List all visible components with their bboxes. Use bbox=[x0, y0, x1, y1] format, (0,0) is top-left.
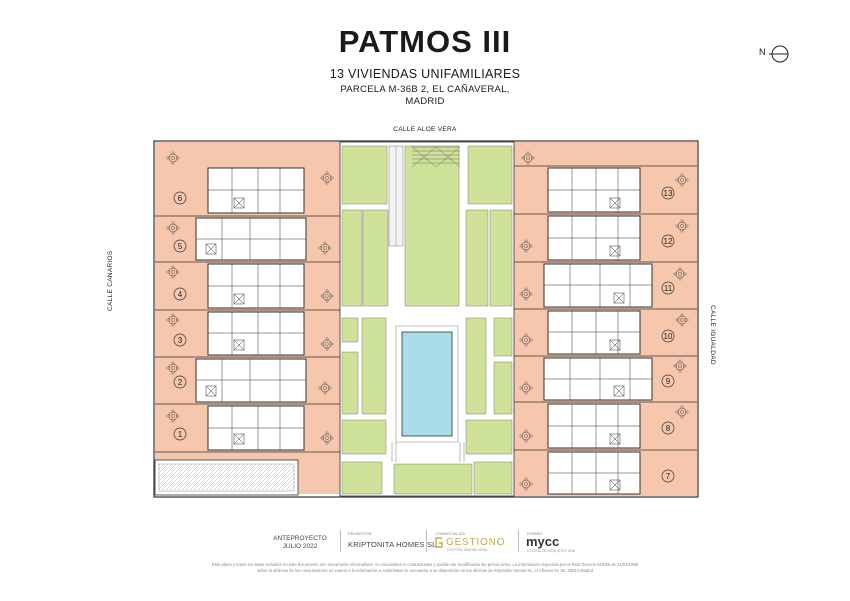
diseno-caption: DISEÑO bbox=[527, 531, 543, 536]
unit-labels: 6 5 4 3 2 1 13 12 11 10 9 8 7 bbox=[178, 189, 673, 481]
unit-label: 12 bbox=[664, 237, 673, 246]
unit-markers bbox=[173, 186, 675, 483]
page-title: PATMOS III bbox=[338, 24, 512, 59]
project-subtitle: 13 VIVIENDAS UNIFAMILIARES bbox=[329, 67, 521, 81]
left-houses bbox=[155, 167, 340, 453]
unit-2-marker bbox=[173, 375, 187, 389]
unit-label: 11 bbox=[664, 284, 673, 293]
unit-label: 7 bbox=[666, 472, 671, 481]
disclaimer-line-1: Este plano y todos los datos incluidos e… bbox=[212, 562, 638, 567]
comercializa-caption: COMERCIALIZA bbox=[435, 531, 466, 536]
unit-label: 5 bbox=[178, 242, 183, 251]
north-label: N bbox=[759, 47, 766, 57]
date-label: JULIO 2022 bbox=[282, 543, 318, 550]
north-arrow-icon bbox=[769, 45, 789, 63]
unit-1-marker bbox=[173, 427, 187, 441]
footer-divider bbox=[518, 530, 519, 552]
unit-label: 6 bbox=[178, 194, 183, 203]
unit-label: 10 bbox=[664, 332, 673, 341]
mycc-logo-text: mycc bbox=[526, 534, 560, 549]
mycc-tagline: OFICINA DE ARQUITECTURA bbox=[527, 549, 576, 553]
location-line-1: PARCELA M-36B 2, EL CAÑAVERAL, bbox=[340, 84, 510, 95]
unit-label: 4 bbox=[178, 290, 183, 299]
unit-label: 8 bbox=[666, 424, 671, 433]
street-label-left: CALLE CANARIOS bbox=[107, 250, 114, 311]
unit-11-marker bbox=[661, 281, 675, 295]
anteproyecto-label: ANTEPROYECTO bbox=[273, 535, 327, 542]
unit-label: 9 bbox=[666, 377, 671, 386]
unit-8-marker bbox=[661, 421, 675, 435]
gestiono-logo-text: GESTIONO bbox=[446, 537, 506, 548]
unit-3-marker bbox=[173, 333, 187, 347]
footer-divider bbox=[340, 530, 341, 552]
unit-label: 2 bbox=[178, 378, 183, 387]
unit-6-marker bbox=[173, 191, 187, 205]
unit-label: 1 bbox=[178, 430, 183, 439]
street-label-top: CALLE ALOE VERA bbox=[393, 126, 457, 133]
disclaimer-line-2: sobre la defensa de los consumidores en … bbox=[257, 567, 593, 573]
footer-divider bbox=[426, 530, 427, 552]
unit-9-marker bbox=[661, 374, 675, 388]
unit-7-marker bbox=[661, 469, 675, 483]
unit-12-marker bbox=[661, 234, 675, 248]
unit-label: 13 bbox=[664, 189, 673, 198]
right-houses bbox=[514, 165, 697, 495]
street-label-right: CALLE IGUALDAD bbox=[709, 305, 716, 365]
unit-label: 3 bbox=[178, 336, 183, 345]
unit-5-marker bbox=[173, 239, 187, 253]
promotor-caption: PROMOTOR bbox=[348, 531, 372, 536]
unit-10-marker bbox=[661, 329, 675, 343]
legal-disclaimer: Este plano y todos los datos incluidos e… bbox=[130, 562, 720, 573]
gestiono-tagline: GESTIÓN INMOBILIARIA bbox=[447, 548, 488, 552]
footer-project-phase: ANTEPROYECTO JULIO 2022 bbox=[268, 535, 332, 551]
communal-zone bbox=[339, 141, 515, 497]
gestiono-logo-icon bbox=[435, 537, 443, 548]
unit-13-marker bbox=[661, 186, 675, 200]
unit-4-marker bbox=[173, 287, 187, 301]
promotor-name: KRIPTONITA HOMES SL bbox=[348, 540, 437, 549]
pool bbox=[401, 331, 453, 437]
location-line-2: MADRID bbox=[405, 96, 445, 107]
